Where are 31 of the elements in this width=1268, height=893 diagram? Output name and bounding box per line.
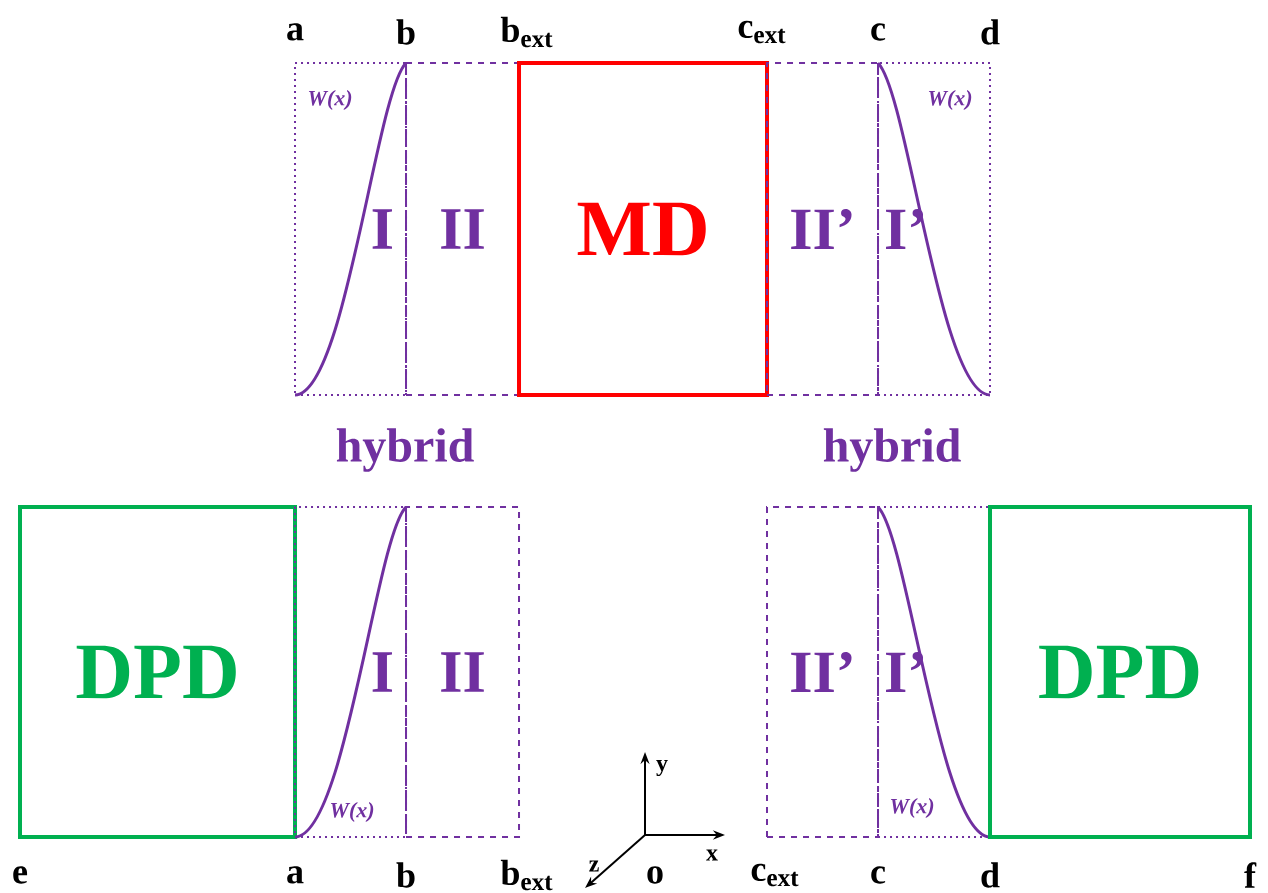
region-box: II’ [766, 62, 879, 396]
region-box: II’ [766, 506, 879, 838]
axis-point-label: b [396, 19, 415, 45]
region-box: II [405, 506, 520, 838]
region-box: II [405, 62, 520, 396]
axis-point-label: d [981, 862, 1000, 888]
axis-point-label: a [287, 23, 304, 41]
axis-point-label: c [871, 866, 886, 884]
axis-point-label: b$_{ext}$ [500, 859, 553, 891]
axis-point-label: x [706, 849, 718, 861]
axis-point-label: b$_{ext}$ [500, 16, 553, 48]
curve-label: W(x) [890, 798, 934, 818]
region-label: hybrid [336, 428, 474, 472]
region-label: hybrid [823, 428, 961, 472]
axis-point-label: c$_{ext}$ [751, 863, 799, 887]
region-box: DPD [988, 505, 1252, 839]
axis-point-label: c$_{ext}$ [738, 20, 786, 44]
axis-point-label: z [589, 860, 599, 872]
curve-label: W(x) [330, 802, 374, 822]
axis-point-label: o [647, 866, 663, 884]
axis-point-label: e [13, 866, 28, 884]
curve-label: W(x) [928, 90, 972, 110]
axis-point-label: y [656, 759, 668, 777]
curve-label: W(x) [308, 90, 352, 110]
axis-point-label: f [1244, 862, 1257, 888]
axis-point-label: c [871, 23, 886, 41]
region-box: DPD [18, 505, 297, 839]
axis-point-label: b [396, 862, 415, 888]
axis-point-label: a [287, 866, 304, 884]
axis-point-label: d [981, 19, 1000, 45]
region-box: MD [517, 61, 769, 397]
